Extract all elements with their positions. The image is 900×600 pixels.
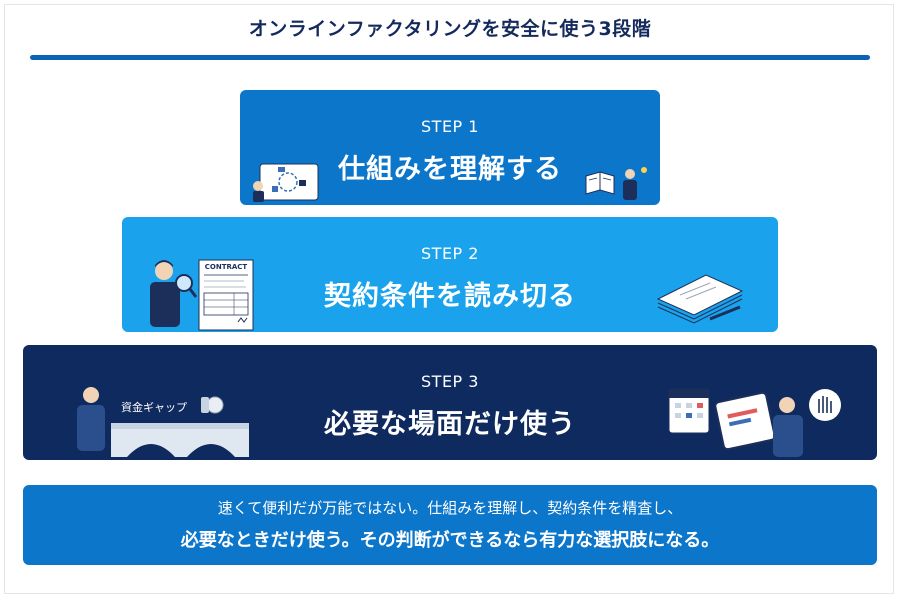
gap-bridge-illustration bbox=[77, 387, 249, 457]
mechanism-diagram-illustration bbox=[253, 163, 319, 202]
outer-frame bbox=[4, 4, 894, 594]
step-3-label: STEP 3 bbox=[421, 372, 479, 391]
summary-box: 速くて便利だが万能ではない。仕組みを理解し、契約条件を精査し、 必要なときだけ使… bbox=[23, 485, 877, 565]
calendar-tablet-illustration bbox=[668, 388, 841, 457]
step-3-block: STEP 3 必要な場面だけ使う 資金ギャップ bbox=[23, 345, 877, 460]
gap-label-text: 資金ギャップ bbox=[121, 401, 187, 414]
step-2-block: STEP 2 契約条件を読み切る CONTRACT bbox=[122, 217, 778, 332]
step-2-title: 契約条件を読み切る bbox=[324, 281, 576, 312]
contract-heading-text: CONTRACT bbox=[204, 263, 248, 271]
step-1-title: 仕組みを理解する bbox=[338, 154, 562, 185]
document-stack-pen-illustration bbox=[656, 274, 744, 324]
reading-person-illustration bbox=[585, 167, 647, 200]
magnifier-person-illustration bbox=[150, 260, 198, 327]
summary-line-2: 必要なときだけ使う。その判断ができるなら有力な選択肢になる。 bbox=[180, 530, 720, 551]
summary-line-1: 速くて便利だが万能ではない。仕組みを理解し、契約条件を精査し、 bbox=[217, 499, 683, 517]
step-3-title: 必要な場面だけ使う bbox=[324, 409, 576, 440]
step-2-label: STEP 2 bbox=[421, 244, 479, 263]
step-1-block: STEP 1 仕組みを理解する bbox=[240, 90, 660, 205]
step-1-label: STEP 1 bbox=[421, 117, 479, 136]
page-title: オンラインファクタリングを安全に使う3段階 bbox=[248, 18, 652, 40]
contract-document-illustration bbox=[198, 259, 254, 331]
title-underline bbox=[30, 55, 870, 60]
